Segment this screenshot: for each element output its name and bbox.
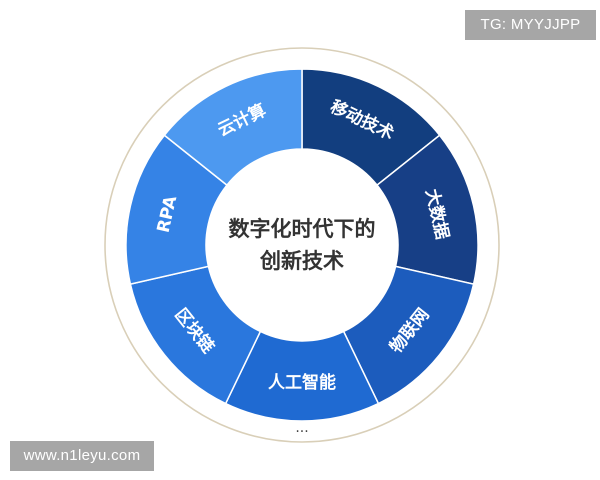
center-title-line1: 数字化时代下的 — [229, 217, 376, 241]
center-disc — [206, 149, 398, 341]
watermark-bottom-left: www.n1leyu.com — [10, 441, 154, 471]
outer-ring — [104, 47, 500, 443]
watermark-top-right: TG: MYYJJPP — [465, 10, 596, 40]
more-ellipsis: ... — [295, 420, 308, 436]
segment-label-4: 人工智能 — [268, 372, 336, 393]
center-title-line2: 创新技术 — [259, 249, 344, 273]
